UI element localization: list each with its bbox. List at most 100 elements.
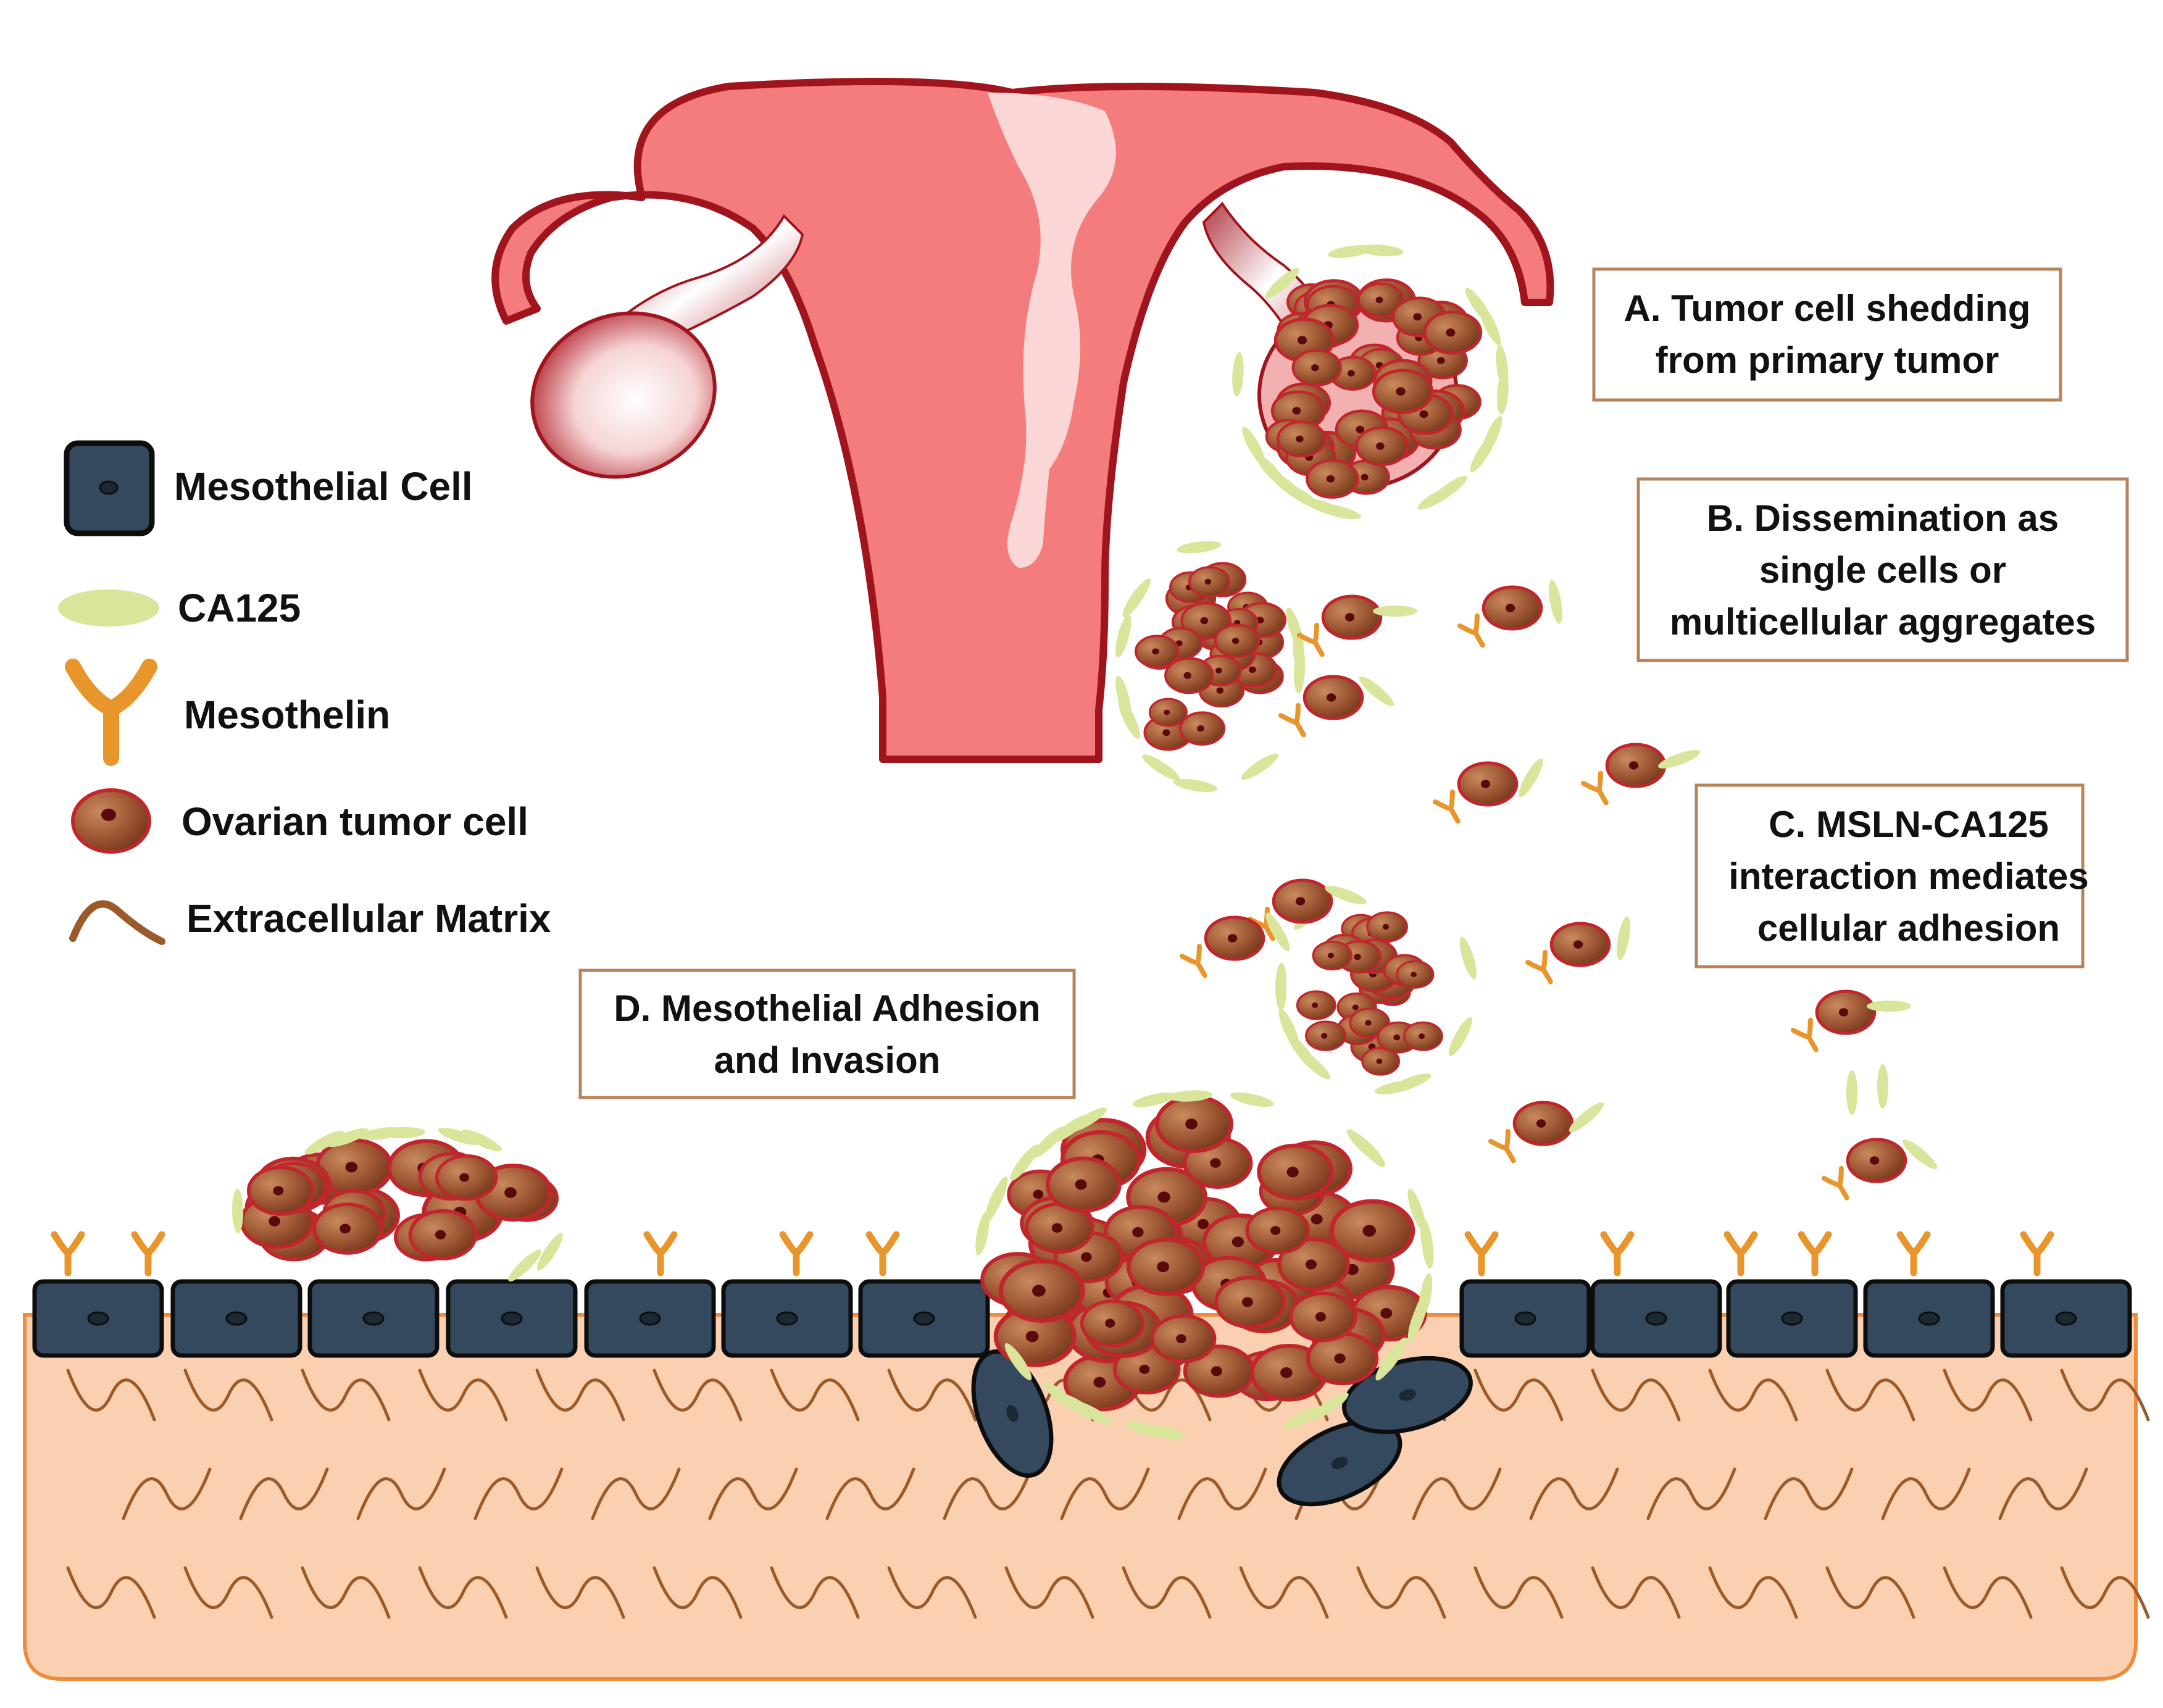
legend-label: Mesothelial Cell <box>174 464 473 509</box>
tumor-cell <box>1179 711 1226 746</box>
matrix-fiber <box>1060 1467 1150 1520</box>
ca125-marker <box>1231 351 1245 397</box>
ca125-marker <box>1275 1006 1304 1052</box>
submesothelial-tissue <box>23 1313 2138 1681</box>
mesothelial-cell-icon <box>64 440 155 536</box>
tumor-cell <box>1291 1293 1356 1340</box>
mesothelin <box>135 1235 162 1273</box>
tumor-cell <box>1848 1139 1906 1181</box>
tumor-cell <box>1152 1316 1215 1362</box>
mesothelin <box>1182 946 1214 981</box>
ca125-marker <box>1444 1014 1477 1059</box>
tumor-cell <box>1048 1159 1119 1211</box>
tumor-cell <box>1188 566 1231 598</box>
mesothelial-cell <box>858 1279 990 1358</box>
mesothelin <box>2023 1235 2051 1273</box>
step-d-line-1: D. Mesothelial Adhesion <box>614 988 1040 1029</box>
mesothelin <box>869 1235 896 1273</box>
mesothelin <box>54 1235 81 1273</box>
matrix-fiber <box>1239 1566 1329 1619</box>
ca125-marker <box>1867 1001 1911 1012</box>
ca125-marker <box>1546 578 1565 625</box>
matrix-fiber <box>825 1467 915 1520</box>
extracellular-matrix-icon <box>69 900 165 945</box>
step-b-line-2: single cells or <box>1759 549 2006 591</box>
matrix-fiber <box>1825 1566 1915 1619</box>
tumor-cell <box>1366 911 1408 943</box>
matrix-fiber <box>708 1467 798 1520</box>
matrix-fiber <box>122 1467 212 1520</box>
matrix-fiber <box>66 1368 156 1422</box>
mesothelial-cell <box>2000 1279 2132 1358</box>
ovarian-tumor-cell-icon <box>71 788 151 854</box>
tumor-cell <box>1148 698 1188 727</box>
ca125-marker <box>1466 431 1499 475</box>
mesothelin <box>1900 1235 1927 1273</box>
step-a-line-1: A. Tumor cell shedding <box>1624 288 2031 329</box>
ca125-marker <box>1350 1130 1389 1171</box>
ca125-marker <box>1316 501 1362 523</box>
tumor-cell <box>1607 744 1665 786</box>
matrix-fiber <box>887 1566 977 1619</box>
tumor-cell <box>1425 312 1481 353</box>
tumor-cell <box>1312 940 1352 971</box>
tumor-cell <box>1296 990 1336 1020</box>
matrix-fiber <box>535 1566 625 1619</box>
ca125-marker <box>1515 756 1547 800</box>
mesothelin <box>783 1235 810 1273</box>
ca125-marker <box>1238 749 1282 784</box>
ca125-marker <box>231 1188 244 1234</box>
step-b-box: B. Dissemination as single cells or mult… <box>1636 477 2129 662</box>
tumor-cell <box>1396 960 1435 989</box>
mesothelin <box>1281 706 1312 740</box>
mesothelin <box>1793 1020 1825 1055</box>
tumor-cell <box>1157 1097 1231 1151</box>
matrix-fiber <box>1004 1566 1094 1619</box>
matrix-fiber <box>183 1368 273 1422</box>
tumor-cell <box>1273 880 1332 922</box>
matrix-fiber <box>418 1566 508 1619</box>
tumor-cell <box>1304 677 1362 719</box>
matrix-fiber <box>356 1467 446 1520</box>
mesothelin <box>1583 773 1615 808</box>
mesothelin <box>1491 1131 1522 1166</box>
ca125-marker <box>1176 539 1222 556</box>
tumor-cell <box>1214 623 1261 658</box>
matrix-fiber <box>1356 1566 1446 1619</box>
matrix-fiber <box>652 1566 743 1619</box>
matrix-fiber <box>1708 1566 1798 1619</box>
ca125-marker <box>1846 1070 1857 1115</box>
step-b-line-3: multicellular aggregates <box>1670 601 2096 643</box>
ca125-marker <box>1139 751 1183 785</box>
tumor-cell <box>249 1167 313 1214</box>
uterine-cavity <box>988 93 1116 568</box>
mesothelin <box>647 1235 674 1273</box>
tumor-cell <box>1307 460 1357 498</box>
tumor-cell <box>1216 1277 1284 1327</box>
tumor-cell <box>1402 1021 1443 1051</box>
matrix-fiber <box>591 1467 681 1520</box>
tumor-cell <box>436 1156 496 1199</box>
tumor-cell <box>1514 1102 1572 1144</box>
ca125-marker <box>1119 575 1155 619</box>
mesothelial-cell <box>584 1279 716 1358</box>
mesothelin <box>1460 616 1491 651</box>
mesothelin-icon <box>65 659 157 766</box>
matrix-fiber <box>2060 1368 2150 1422</box>
matrix-fiber <box>1591 1566 1681 1619</box>
ca125-marker <box>1112 613 1135 659</box>
mesothelin <box>1468 1235 1495 1273</box>
mesothelial-cell <box>307 1279 440 1358</box>
step-a-line-2: from primary tumor <box>1656 340 1999 381</box>
ca125-marker <box>1456 935 1480 981</box>
ca125-marker <box>1877 1064 1888 1109</box>
matrix-fiber <box>301 1566 391 1619</box>
legend-label: Mesothelin <box>184 693 390 737</box>
step-c-line-1: C. MSLN-CA125 <box>1769 804 2048 845</box>
mesothelial-cell <box>1590 1279 1722 1358</box>
matrix-fiber <box>2060 1566 2150 1619</box>
mesothelial-cell <box>721 1279 853 1358</box>
tumor-cell <box>1551 923 1609 965</box>
mesothelin <box>1727 1235 1754 1273</box>
